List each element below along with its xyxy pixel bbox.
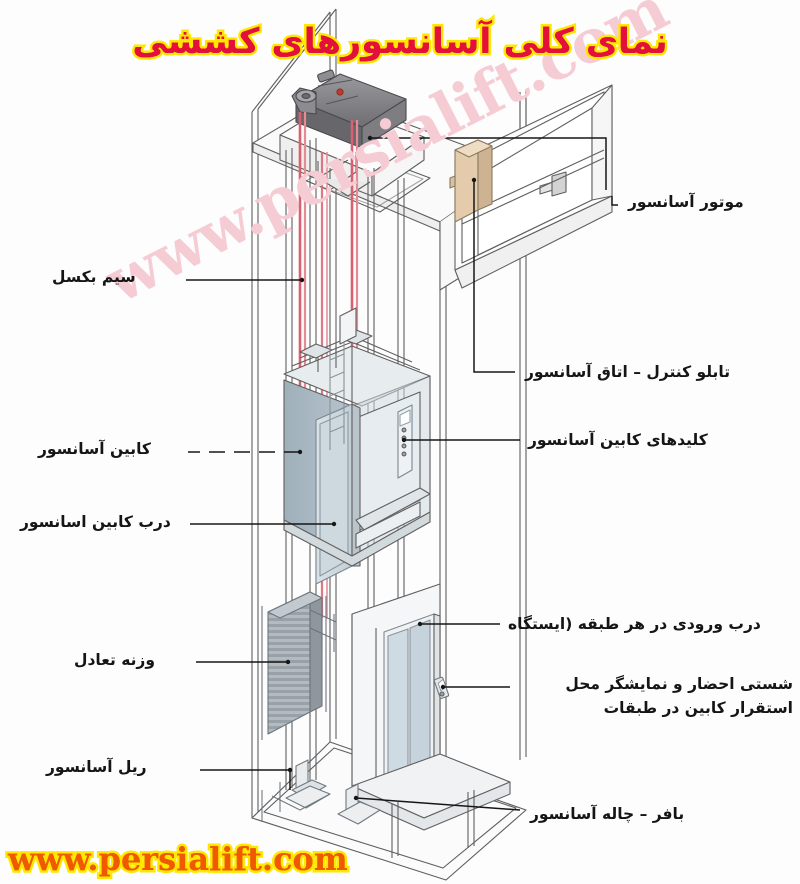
label-call-button-line1: شستی احضار و نمایشگر محل [565,675,793,693]
label-buffer: بافر – چاله آسانسور [530,805,685,823]
label-rail: ریل آسانسور [46,758,147,776]
label-call-button-line2: استقرار کابین در طبقات [603,699,793,718]
page-title-outline: نمای کلی آسانسورهای کششی [130,20,670,65]
label-landing-door: درب ورودی در هر طبقه (ایستگاه [508,615,761,633]
label-control-panel: تابلو کنترل – اتاق آسانسور [525,363,731,381]
label-cabin: کابین آسانسور [38,440,151,458]
label-counterweight: وزنه تعادل [74,651,155,669]
label-wire-rope: سیم بکسل [52,268,136,286]
label-cabin-door: درب کابین اسانسور [20,513,171,531]
label-motor: موتور آسانسور [628,193,744,211]
site-url-outline: www.persialift.com [6,838,351,881]
label-call-button: شستی احضار و نمایشگر محل استقرار کابین د… [515,672,793,720]
leader-motor [611,196,618,206]
label-cabin-buttons: کلیدهای کابین آسانسور [528,431,708,449]
